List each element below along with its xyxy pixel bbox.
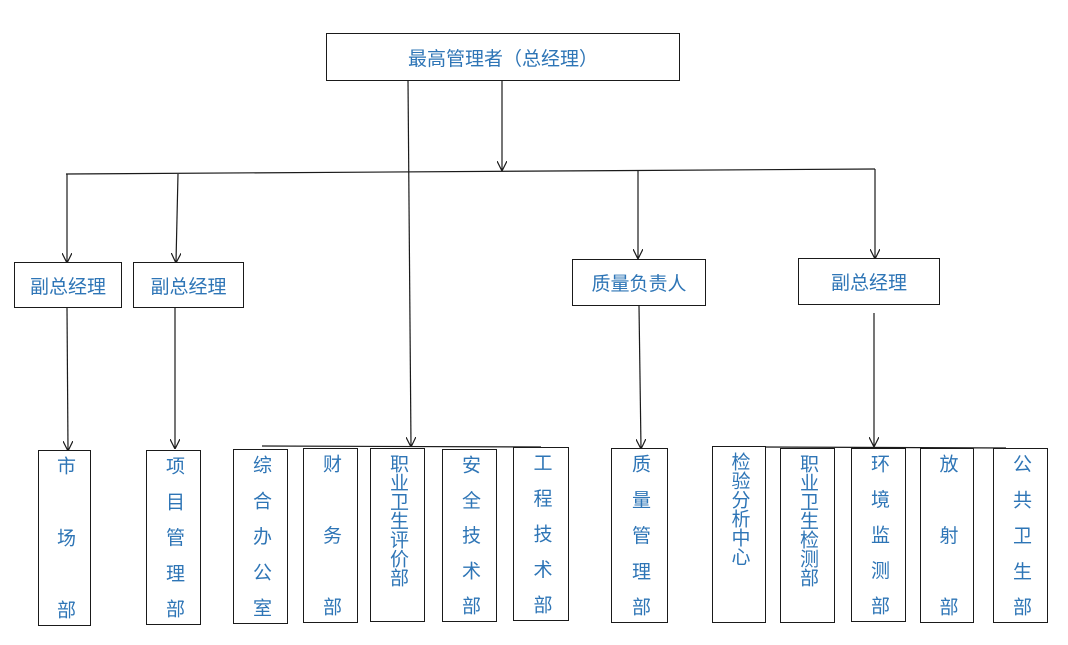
top-manager-label: 最高管理者（总经理） xyxy=(407,47,598,70)
dept-quality-mgmt: 质量管理部 xyxy=(611,448,668,623)
dept-market: 市场部 xyxy=(38,450,91,626)
dept-office: 综合办公室 xyxy=(233,449,288,624)
dept-quality-mgmt-label: 质量管理部 xyxy=(629,454,651,616)
dept-oh-testing: 职业卫生检测部 xyxy=(780,448,835,623)
dept-safety-tech: 安全技术部 xyxy=(442,449,497,622)
vp1-box: 副总经理 xyxy=(14,262,122,308)
top-manager-box: 最高管理者（总经理） xyxy=(326,33,680,81)
vp1-label: 副总经理 xyxy=(29,275,106,298)
dept-safety-tech-label: 安全技术部 xyxy=(459,455,481,615)
connector-top-to-mid-depts xyxy=(408,79,411,446)
dept-market-label: 市场部 xyxy=(54,456,76,619)
dept-finance-label: 财务部 xyxy=(320,454,342,616)
dept-public-health: 公共卫生部 xyxy=(993,448,1048,623)
dept-lab-center-label: 检验分析中心 xyxy=(728,452,751,566)
connector-main-bar xyxy=(65,168,876,175)
connector-quality-to-qm xyxy=(639,305,641,448)
connector-to-vp2 xyxy=(176,173,178,262)
dept-oh-evaluation: 职业卫生评价部 xyxy=(370,448,425,622)
dept-project: 项目管理部 xyxy=(146,450,201,625)
dept-oh-evaluation-label: 职业卫生评价部 xyxy=(387,454,409,587)
dept-environment-label: 环境监测部 xyxy=(868,454,890,615)
dept-finance: 财务部 xyxy=(303,448,358,623)
dept-environment: 环境监测部 xyxy=(851,448,906,622)
quality-head-box: 质量负责人 xyxy=(572,259,706,306)
dept-lab-center: 检验分析中心 xyxy=(712,446,766,623)
dept-engineering-tech: 工程技术部 xyxy=(513,447,569,621)
dept-project-label: 项目管理部 xyxy=(163,456,185,618)
connector-mid-depts-bar xyxy=(261,445,542,448)
vp2-label: 副总经理 xyxy=(150,275,227,298)
dept-engineering-tech-label: 工程技术部 xyxy=(530,453,553,614)
dept-public-health-label: 公共卫生部 xyxy=(1010,454,1032,616)
dept-oh-testing-label: 职业卫生检测部 xyxy=(797,454,819,587)
dept-office-label: 综合办公室 xyxy=(250,455,272,617)
quality-head-label: 质量负责人 xyxy=(591,273,687,295)
vp3-box: 副总经理 xyxy=(798,258,940,305)
vp3-label: 副总经理 xyxy=(830,272,907,294)
dept-radiation: 放射部 xyxy=(920,448,974,623)
connector-vp1-to-market xyxy=(67,307,68,450)
dept-radiation-label: 放射部 xyxy=(936,454,959,616)
vp2-box: 副总经理 xyxy=(133,262,244,308)
